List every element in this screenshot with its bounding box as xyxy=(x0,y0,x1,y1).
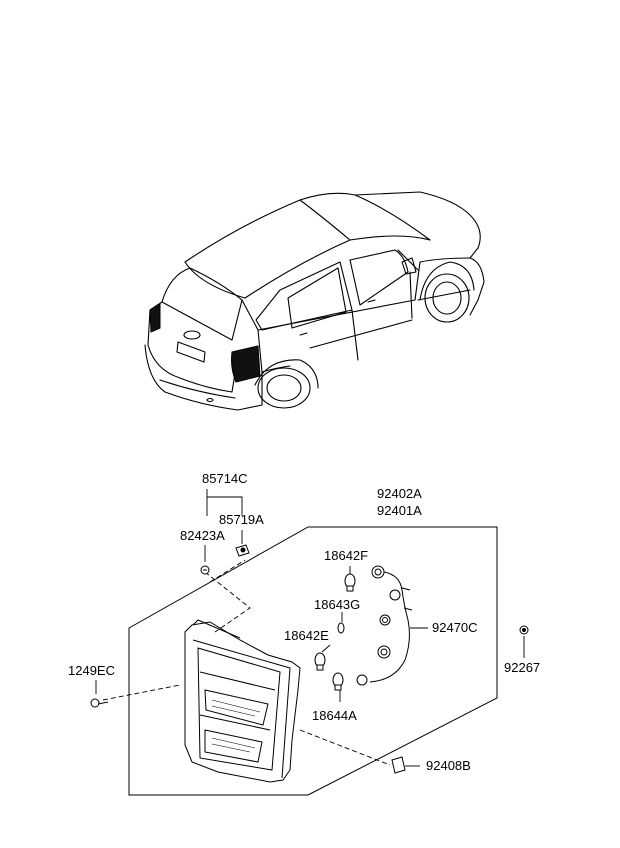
label-92267: 92267 xyxy=(504,660,541,675)
bolt-1249ec-icon xyxy=(90,698,109,708)
label-92402a: 92402A xyxy=(377,486,422,501)
label-92470c: 92470C xyxy=(432,620,478,635)
tail-lamp-assembly-icon xyxy=(184,619,301,783)
label-18643g: 18643G xyxy=(314,597,361,612)
clip-92267-icon xyxy=(519,625,529,635)
screw-82423a-icon xyxy=(200,565,210,575)
label-92401a: 92401A xyxy=(377,503,422,518)
label-82423a: 82423A xyxy=(180,528,225,543)
label-85719a: 85719A xyxy=(219,512,264,527)
bulb-18642f-icon xyxy=(344,573,356,592)
vehicle-illustration xyxy=(144,191,485,411)
label-85714c: 85714C xyxy=(202,471,248,486)
clip-85719a-icon xyxy=(235,544,250,557)
clip-92408b-icon xyxy=(391,756,406,774)
bulb-18642e-icon xyxy=(314,652,326,671)
wiring-harness-icon xyxy=(356,565,413,686)
bulb-18644a-icon xyxy=(332,672,344,691)
assembly-box-outline xyxy=(128,526,498,796)
label-18642f: 18642F xyxy=(324,548,369,563)
label-18642e: 18642E xyxy=(284,628,329,643)
label-18644a: 18644A xyxy=(312,708,357,723)
tail-lamp-right-highlight xyxy=(231,345,261,383)
label-92408b: 92408B xyxy=(426,758,471,773)
bulb-18643g-icon xyxy=(337,622,345,634)
label-1249ec: 1249EC xyxy=(68,663,115,678)
tail-lamp-left-highlight xyxy=(149,303,161,333)
